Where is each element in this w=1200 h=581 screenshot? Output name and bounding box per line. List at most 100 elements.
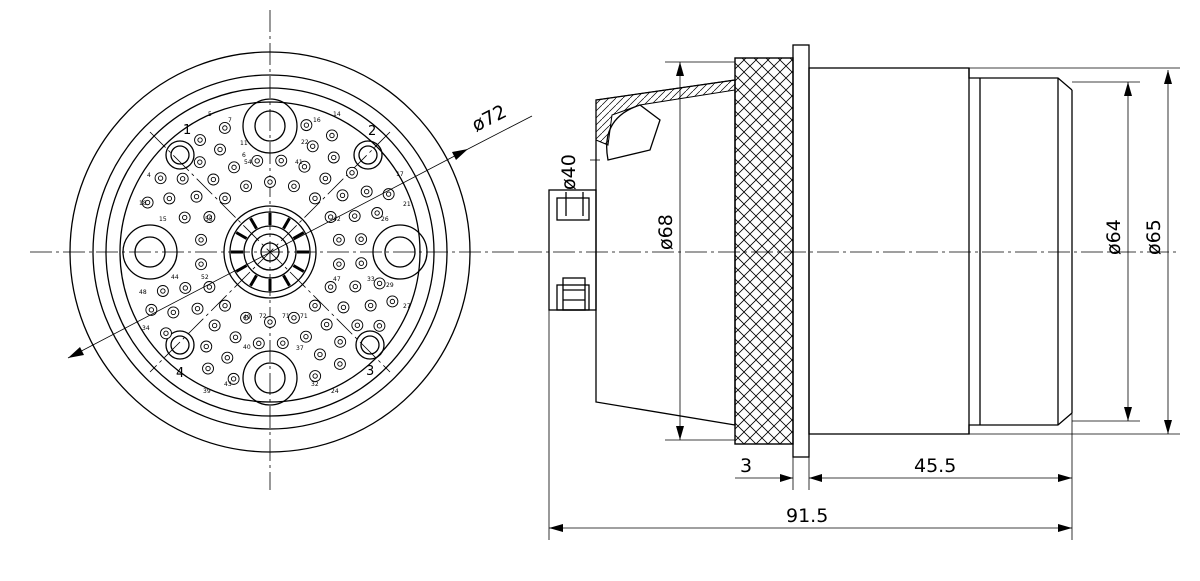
- signal-pin-core: [170, 309, 176, 316]
- signal-pin-core: [256, 340, 262, 346]
- signal-pin-core: [210, 176, 217, 183]
- dim-text-72: ø72: [468, 101, 510, 137]
- pin-number: 11: [240, 140, 248, 147]
- key-hole-bottom: [242, 350, 298, 406]
- signal-pin-core: [217, 146, 223, 153]
- signal-pin-core: [254, 158, 260, 164]
- key-hole-left: [122, 224, 178, 280]
- signal-pin-core: [267, 179, 273, 185]
- hub-slot: [292, 264, 305, 273]
- pin-number: 26: [381, 216, 389, 223]
- signal-pin-core: [230, 376, 237, 382]
- signal-pin-core: [385, 191, 392, 197]
- signal-pin-core: [180, 176, 186, 182]
- dim-text-65: ø65: [1143, 219, 1165, 255]
- signal-pin-core: [336, 237, 342, 243]
- signal-pin-core: [340, 304, 347, 311]
- signal-pin-core: [206, 284, 213, 290]
- pin-number: 52: [201, 274, 209, 281]
- signal-pin-core: [337, 339, 343, 345]
- central-hub: [223, 205, 317, 299]
- hub-slot: [292, 231, 305, 240]
- pin-number: 42: [333, 216, 341, 223]
- signal-pin-core: [301, 164, 308, 170]
- rear-shell: [595, 79, 736, 426]
- dim-flange-thickness: 3: [735, 455, 822, 490]
- large-contact-1: [165, 140, 195, 170]
- pin-number: 41: [295, 159, 303, 166]
- quadrant-label-3: 3: [366, 364, 374, 379]
- pin-number: 5: [208, 111, 212, 118]
- dim-text-68: ø68: [655, 214, 677, 250]
- signal-pin-core: [278, 158, 284, 164]
- signal-pin-core: [280, 340, 286, 346]
- signal-pin-core: [376, 323, 383, 329]
- signal-pin-core: [368, 302, 374, 309]
- signal-pin-core: [352, 283, 358, 290]
- signal-pin-core: [352, 213, 358, 219]
- shell-front-bottom: [968, 412, 1073, 434]
- outer-flange-circle: [69, 51, 471, 453]
- signal-pin-core: [197, 159, 203, 165]
- hub-slot: [282, 217, 291, 230]
- dim-text-3: 3: [740, 455, 752, 477]
- signal-pin-core: [310, 143, 316, 149]
- signal-pin-core: [303, 334, 309, 340]
- flange: [792, 44, 810, 458]
- signal-pin-core: [389, 298, 396, 305]
- ring-circle: [105, 87, 435, 417]
- pin-number: 27: [403, 303, 411, 310]
- shell-front-top: [968, 68, 1073, 91]
- shell-body: [808, 67, 970, 435]
- front-view: 1 2 3 4 5 7 11 16 14 22 41 54 6 4 18 15 …: [30, 10, 533, 490]
- pin-number: 48: [139, 289, 147, 296]
- dim-body-length: 45.5: [809, 413, 1073, 490]
- signal-pin-core: [337, 361, 343, 367]
- signal-pin-core: [329, 132, 335, 139]
- signal-pin-core: [205, 365, 211, 372]
- pin-number: 72: [259, 313, 267, 320]
- signal-pin-core: [232, 334, 239, 340]
- ring-circle: [92, 74, 448, 430]
- signal-pin-core: [331, 154, 337, 161]
- signal-pin-core: [206, 214, 213, 220]
- pin-number: 22: [301, 139, 309, 146]
- signal-pin-core: [327, 284, 334, 290]
- signal-pin-core: [222, 302, 228, 309]
- dim-text-45-5: 45.5: [914, 455, 956, 477]
- pin-number: 55: [205, 216, 213, 223]
- signal-pin-core: [144, 199, 151, 206]
- signal-pin-core: [303, 122, 310, 128]
- knurled-coupling-nut: [734, 57, 794, 445]
- signal-pin-core: [376, 280, 383, 287]
- signal-pin-core: [163, 330, 169, 336]
- signal-pin-core: [198, 261, 204, 267]
- pin-number: 15: [159, 216, 167, 223]
- pin-number: 71: [282, 313, 290, 320]
- signal-pin-core: [349, 170, 355, 176]
- signal-pin-core: [374, 210, 380, 216]
- pin-number: 16: [313, 117, 321, 124]
- diagonal-centerline: [149, 131, 391, 373]
- pin-number: 40: [243, 344, 251, 351]
- pin-number: 49: [243, 314, 251, 321]
- signal-pin-core: [312, 195, 318, 202]
- signal-pin-core: [231, 164, 237, 170]
- pin-number: 71: [300, 313, 308, 320]
- signal-pin-core: [354, 322, 360, 328]
- pin-number: 47: [333, 276, 341, 283]
- signal-pin-core: [358, 260, 364, 266]
- signal-pin-core: [327, 214, 334, 220]
- signal-pin-core: [243, 183, 249, 189]
- signal-pin-core: [197, 137, 203, 143]
- signal-pin-core: [193, 193, 200, 200]
- signal-pin-core: [267, 319, 273, 325]
- hub-slot: [249, 217, 258, 230]
- signal-pin-core: [323, 321, 330, 328]
- dim-text-40: ø40: [558, 154, 580, 190]
- signal-pin-core: [194, 305, 201, 312]
- signal-pin-core: [222, 195, 228, 202]
- signal-pin-core: [336, 261, 342, 267]
- signal-pin-core: [148, 307, 155, 313]
- signal-pin-core: [358, 236, 364, 242]
